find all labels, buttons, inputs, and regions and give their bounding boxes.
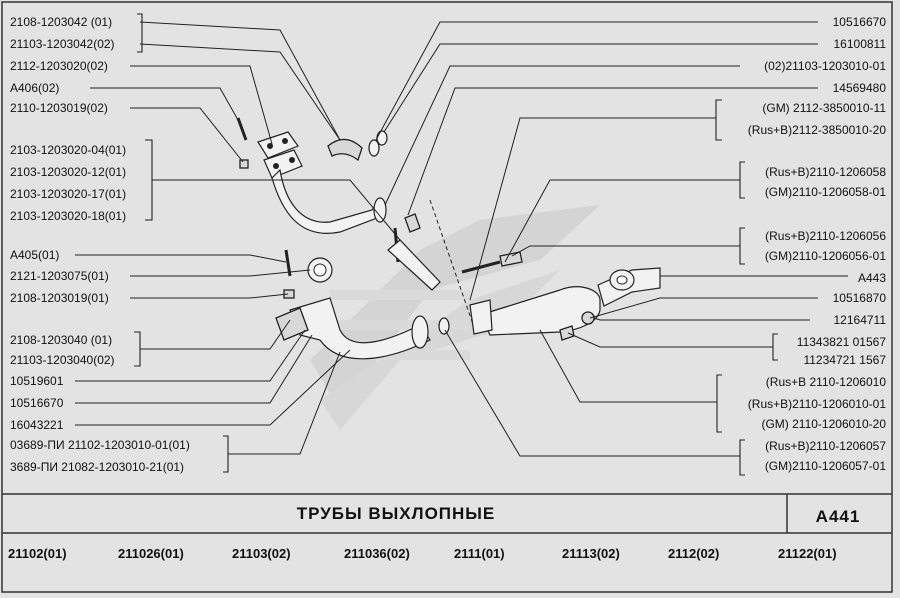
right-label-14: 11343821 01567: [797, 335, 887, 349]
right-label-7: (Rus+B)2110-1206058: [765, 165, 886, 179]
gasket-clamp: [327, 138, 363, 162]
left-label-19: 3689-ПИ 21082-1203010-21(01): [10, 460, 184, 474]
parts-drawing: [236, 117, 661, 360]
model-8: 21122(01): [778, 546, 837, 561]
left-label-12: 2108-1203019(01): [10, 291, 109, 305]
left-label-18: 03689-ПИ 21102-1203010-01(01): [10, 438, 190, 452]
right-label-16: (Rus+B 2110-1206010: [766, 375, 887, 389]
model-7: 2112(02): [668, 546, 719, 561]
left-label-13: 2108-1203040 (01): [10, 333, 112, 347]
left-label-16: 10516670: [10, 396, 64, 410]
right-label-3: (02)21103-1203010-01: [764, 59, 886, 73]
model-6: 21113(02): [562, 546, 620, 561]
model-3: 21103(02): [232, 546, 291, 561]
right-label-2: 16100811: [834, 37, 887, 51]
left-label-8: 2103-1203020-17(01): [10, 187, 126, 201]
left-label-11: 2121-1203075(01): [10, 269, 109, 283]
model-5: 2111(01): [454, 546, 505, 561]
left-label-17: 16043221: [10, 418, 64, 432]
left-label-6: 2103-1203020-04(01): [10, 143, 126, 157]
leader-lines-right: [375, 21, 848, 476]
front-pipe-lower: [289, 297, 431, 360]
right-label-19: (Rus+B)2110-1206057: [765, 439, 886, 453]
left-label-10: A405(01): [10, 248, 59, 262]
right-label-15: 11234721 1567: [803, 353, 886, 367]
right-label-10: (GM)2110-1206056-01: [765, 249, 887, 263]
model-1: 21102(01): [8, 546, 67, 561]
right-label-18: (GM) 2110-1206010-20: [761, 417, 886, 431]
page-title: ТРУБЫ ВЫХЛОПНЫЕ: [297, 504, 496, 523]
left-label-4: A406(02): [10, 81, 59, 95]
right-label-6: (Rus+B)2112-3850010-20: [748, 123, 887, 137]
leader-lines-left: [75, 13, 401, 473]
left-label-14: 21103-1203040(02): [10, 353, 115, 367]
right-label-5: (GM) 2112-3850010-11: [762, 101, 886, 115]
left-label-1: 2108-1203042 (01): [10, 15, 112, 29]
left-label-7: 2103-1203020-12(01): [10, 165, 126, 179]
left-label-9: 2103-1203020-18(01): [10, 209, 126, 223]
model-4: 211036(02): [344, 546, 410, 561]
left-label-15: 10519601: [10, 374, 64, 388]
right-label-17: (Rus+B)2110-1206010-01: [748, 397, 887, 411]
left-label-2: 21103-1203042(02): [10, 37, 115, 51]
right-label-11: A443: [858, 271, 886, 285]
right-label-1: 10516670: [833, 15, 887, 29]
heat-shield-lower: [263, 149, 303, 179]
heat-shield-upper: [257, 131, 299, 159]
right-label-13: 12164711: [834, 313, 887, 327]
catalog-code: A441: [816, 507, 861, 526]
model-2: 211026(01): [118, 546, 184, 561]
right-label-9: (Rus+B)2110-1206056: [765, 229, 886, 243]
right-label-20: (GM)2110-1206057-01: [765, 459, 887, 473]
right-label-4: 14569480: [833, 81, 887, 95]
left-label-5: 2110-1203019(02): [10, 101, 108, 115]
right-label-12: 10516870: [833, 291, 887, 305]
right-label-8: (GM)2110-1206058-01: [765, 185, 887, 199]
left-label-3: 2112-1203020(02): [10, 59, 108, 73]
